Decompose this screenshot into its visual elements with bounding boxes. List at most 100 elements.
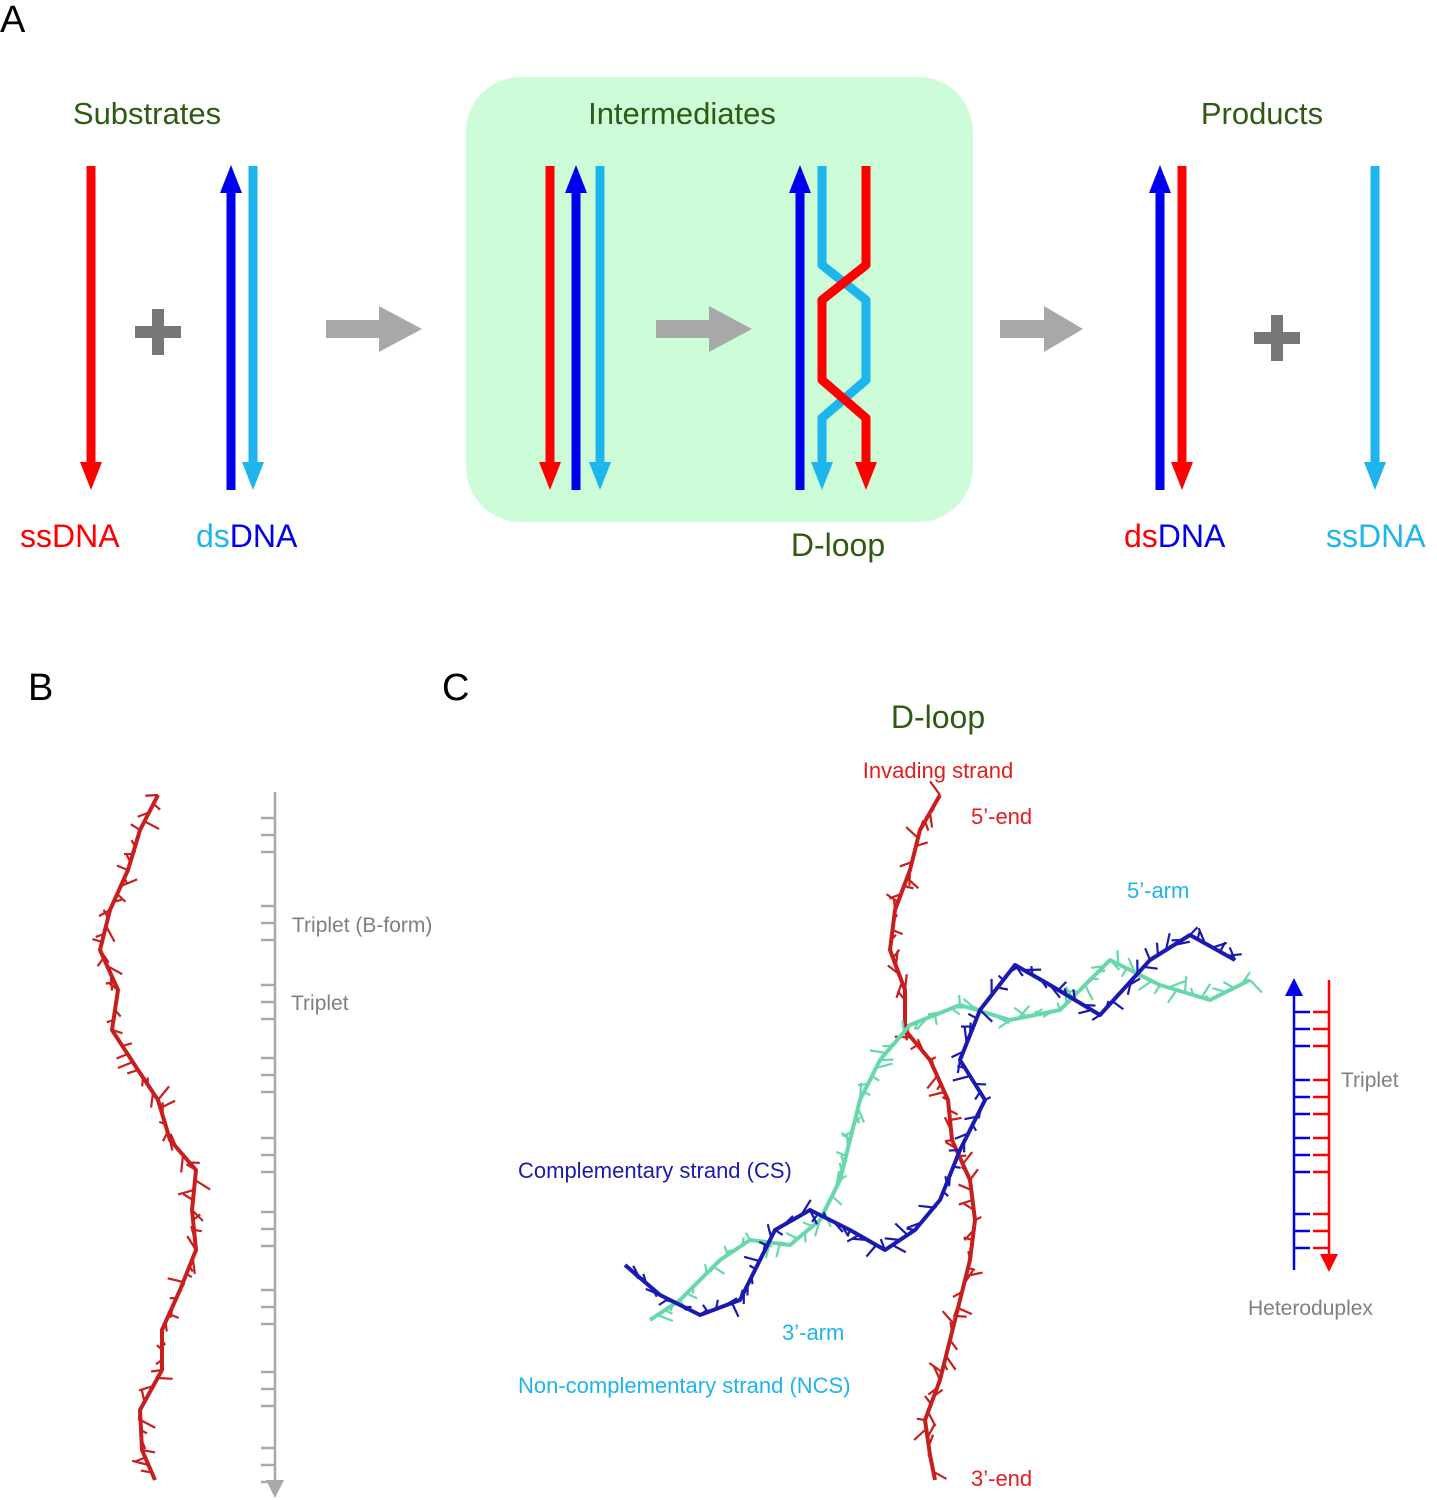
cs-model-base	[979, 1009, 994, 1023]
triplet-scale-bar	[261, 792, 284, 1498]
invading-strand-model-base	[945, 1347, 950, 1356]
cs-model-base	[906, 1227, 916, 1232]
cs-model-base	[997, 974, 1005, 981]
cs-model-base	[974, 1091, 981, 1101]
intermediate-dloop	[789, 165, 877, 490]
ncs-model-base	[1183, 976, 1188, 993]
cs-model-base	[1105, 1000, 1110, 1009]
ncs-model-base	[1127, 957, 1137, 973]
invading-strand-model-base	[943, 1116, 952, 1131]
cs-model-base	[968, 1022, 972, 1036]
ssdna-model-base	[169, 1133, 178, 1148]
ssdna-model-base	[96, 957, 105, 967]
intermediates-box	[466, 77, 973, 522]
substrate-ssdna-strand	[80, 166, 102, 490]
cs-model-base	[1143, 965, 1158, 970]
cs-model-base	[938, 1188, 945, 1201]
ncs-model-base	[835, 1150, 847, 1158]
ssdna-model-base	[188, 1265, 194, 1273]
ssdna-model-base	[140, 1388, 146, 1403]
cs-model-base	[809, 1209, 818, 1225]
cs-model-base	[841, 1225, 850, 1237]
cs-model-base	[1196, 930, 1201, 940]
ncs-model-base	[889, 1038, 899, 1047]
cs-model-base	[645, 1287, 661, 1297]
ncs-model-base	[1120, 967, 1128, 978]
complementary-strand-label: Complementary strand (CS)	[518, 1158, 792, 1183]
ssdna-model-base	[182, 1192, 194, 1201]
ssdna-model-base	[139, 1419, 156, 1429]
cs-model-base	[955, 1142, 964, 1159]
ssdna-model-base	[143, 820, 160, 831]
invading-strand-model-base	[916, 1038, 925, 1053]
ssdna-model-base	[158, 1120, 166, 1126]
invading-strand-model-base	[927, 1387, 938, 1396]
invading-strand-label: Invading strand	[863, 758, 1013, 783]
invading-strand-model-base	[928, 812, 934, 828]
invading-strand-model-base	[918, 820, 925, 831]
cs-model-base	[766, 1223, 773, 1239]
ssdna-model-base	[106, 1018, 114, 1024]
ncs-model-base	[992, 1014, 1010, 1025]
ncs-model-base	[657, 1313, 674, 1322]
ssdna-model-base	[186, 1235, 197, 1251]
cs-model-base	[906, 1221, 922, 1230]
ncs-model-base	[913, 1021, 920, 1030]
cs-model-base	[1040, 979, 1048, 989]
invading-strand-model-base	[926, 1075, 939, 1090]
ncs-model-base	[863, 1091, 871, 1097]
ssdna-model-base	[160, 1322, 165, 1331]
cs-model-base	[1049, 984, 1061, 999]
cs-model-base	[666, 1299, 677, 1305]
ncs-model-base	[1204, 994, 1211, 1001]
ssdna-model-base	[130, 839, 137, 847]
ncs-model-base	[901, 1020, 906, 1033]
ncs-model-base	[1212, 987, 1227, 994]
cs-model-base	[748, 1264, 757, 1270]
ssdna-model-base	[140, 1429, 148, 1435]
ssdna-model-base	[141, 1448, 156, 1454]
ssdna-model-base	[102, 909, 109, 919]
cs-model-base	[642, 1273, 648, 1284]
ncs-model-base	[1091, 965, 1104, 969]
invading-strand-model-base	[930, 1059, 935, 1069]
invading-strand-model-base	[944, 1138, 953, 1143]
ncs-model-base	[840, 1131, 851, 1141]
cs-model-base	[954, 1132, 969, 1140]
invading-strand-model-base	[895, 981, 904, 999]
dloop-structure-title: D-loop	[891, 699, 985, 735]
ncs-model-base	[831, 1195, 843, 1206]
cs-model-base	[1189, 926, 1199, 936]
invading-strand-model-base	[892, 899, 897, 911]
dloop-label: D-loop	[791, 527, 885, 563]
ncs-model-base	[1138, 979, 1153, 992]
invading-strand-model-base	[967, 1266, 976, 1271]
product-plus-sign	[1254, 315, 1300, 361]
cs-model-base	[1111, 1000, 1124, 1011]
ncs-model-base	[694, 1279, 701, 1286]
cs-model-base	[1083, 1003, 1096, 1007]
cs-model-backbone	[623, 933, 1236, 1317]
invading-strand-model-base	[936, 1083, 942, 1091]
cs-model-base	[1008, 966, 1018, 974]
cs-model-base	[1155, 942, 1160, 956]
ssdna-model-base	[177, 1188, 195, 1196]
ssdna-model-base	[179, 1282, 186, 1291]
invading-strand-model-base	[916, 1417, 926, 1422]
invading-strand-model-base	[967, 1250, 972, 1261]
intermediates-heading: Intermediates	[588, 96, 776, 131]
reaction-arrow-1	[326, 306, 422, 352]
invading-strand-model-base	[974, 1216, 982, 1221]
cs-model-base	[632, 1265, 640, 1278]
cs-model-base	[652, 1288, 658, 1298]
invading-strand-model-base	[952, 1291, 963, 1298]
ssdna-model-base	[115, 986, 119, 1001]
cs-model	[623, 926, 1242, 1318]
cs-model-base	[1072, 989, 1077, 1001]
invading-strand-model-base	[963, 1236, 973, 1242]
invading-strand-model-base	[905, 826, 919, 839]
ssdna-model-base	[116, 864, 129, 872]
ncs-model-base	[857, 1082, 869, 1087]
ssdna-model-base	[106, 965, 123, 976]
products-heading: Products	[1201, 96, 1323, 131]
